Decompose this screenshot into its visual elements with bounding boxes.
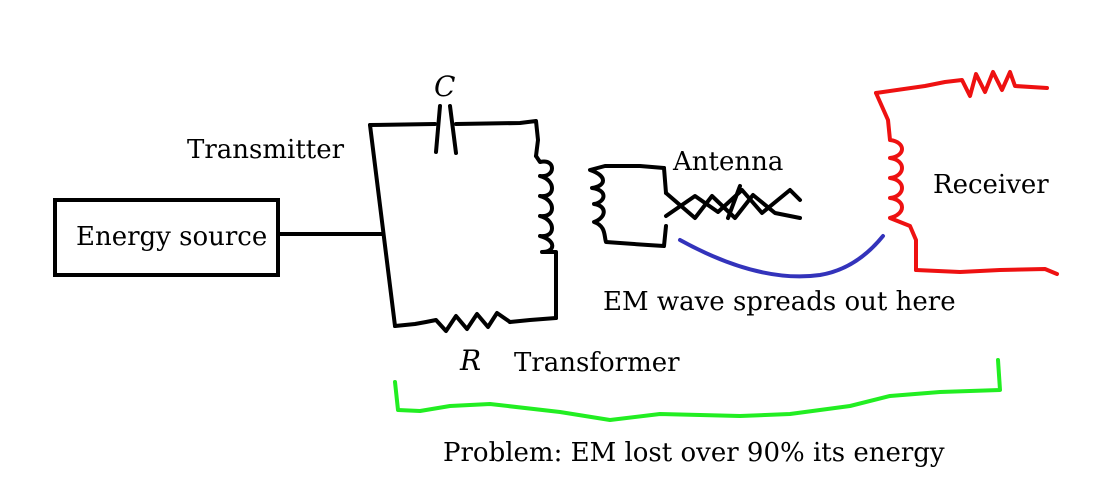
receiver <box>874 70 1059 276</box>
resistor-label: R <box>459 344 481 377</box>
primary-coil <box>534 154 558 320</box>
circuit-top-wire-left <box>368 122 437 127</box>
energy-source-box <box>53 198 280 277</box>
antenna-circuit <box>588 164 802 248</box>
energy-source: Energy source <box>53 198 280 277</box>
transformer-label: Transformer <box>514 348 680 378</box>
circuit-bottom-right <box>508 316 558 324</box>
em-wave-label: EM wave spreads out here <box>603 287 956 317</box>
problem-brace <box>393 358 1002 422</box>
resistor <box>393 311 512 333</box>
capacitor-plate-right <box>448 104 458 155</box>
capacitor-plate-left <box>434 104 442 154</box>
receiver-coil <box>874 91 918 272</box>
transmitter-label: Transmitter <box>187 135 345 165</box>
secondary-coil <box>588 164 668 248</box>
receiver-label: Receiver <box>933 170 1049 200</box>
receiver-top-wire <box>874 70 1049 98</box>
antenna-zigzag <box>664 184 802 220</box>
energy-source-label: Energy source <box>76 222 267 252</box>
problem-label: Problem: EM lost over 90% its energy <box>443 438 945 468</box>
circuit-top-wire-right <box>454 119 540 158</box>
circuit-left-wire <box>368 123 397 328</box>
antenna-stub <box>662 166 668 195</box>
capacitor-label: C <box>434 70 455 103</box>
receiver-bottom-wire <box>914 267 1059 276</box>
antenna-label: Antenna <box>672 147 783 177</box>
em-wave-arc <box>678 234 885 279</box>
capacitor <box>434 104 458 155</box>
transmitter-circuit: C R <box>368 70 558 377</box>
